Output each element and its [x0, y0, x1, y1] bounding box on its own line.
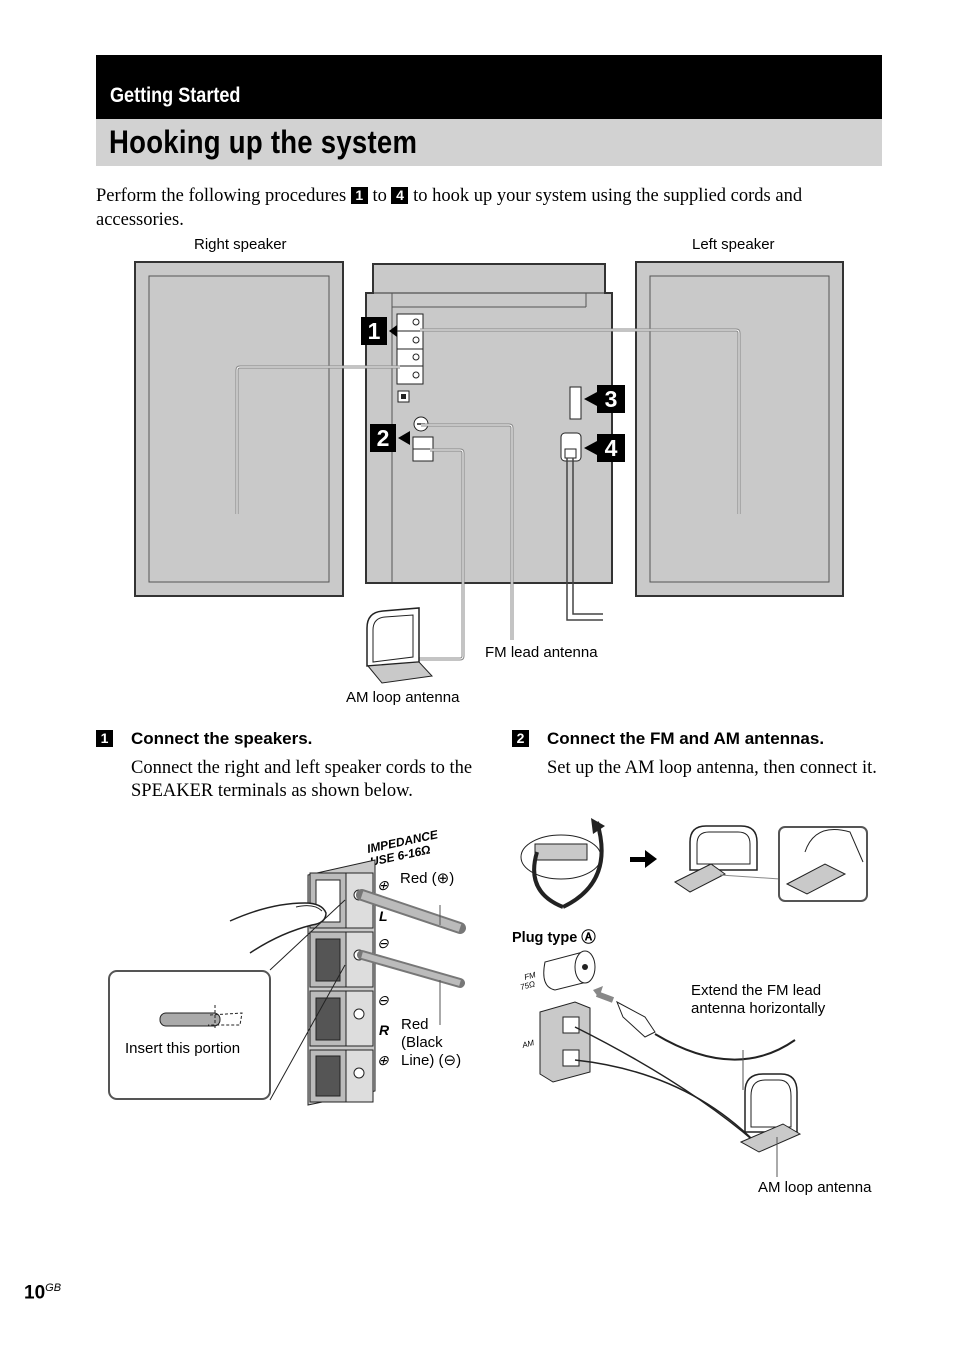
title-bar	[96, 119, 882, 166]
intro-text-after: to hook up your system using the supplie…	[96, 186, 803, 230]
callout-3-label: 3	[605, 386, 618, 412]
callout-4: 4	[584, 434, 625, 462]
intro-text-to: to	[372, 186, 387, 206]
svg-text:L: L	[379, 908, 388, 924]
arrow-icon	[630, 850, 657, 868]
plug-type-label: Plug type Ⓐ	[512, 930, 596, 946]
step-badge: 1	[350, 187, 368, 204]
terminal-stack	[309, 872, 374, 1103]
svg-text:⊖: ⊖	[377, 935, 389, 951]
svg-text:FM: FM	[523, 970, 537, 982]
svg-text:⊕: ⊕	[377, 1052, 389, 1068]
red-plus-label: Red (⊕)	[400, 870, 455, 887]
insert-inset	[108, 970, 271, 1100]
step-2-body: Set up the AM loop antenna, then connect…	[547, 758, 877, 778]
page-title: Hooking up the system	[109, 124, 418, 160]
hand-illustration	[229, 902, 327, 954]
intro-text-before: Perform the following procedures	[96, 186, 347, 206]
step-badge: 1	[96, 730, 113, 747]
step-1-body: Connect the right and left speaker cords…	[131, 758, 473, 801]
red-black-label: Red (Black Line) (⊖)	[401, 1016, 462, 1069]
step-badge: 4	[391, 187, 409, 204]
callout-1: 1	[361, 317, 397, 345]
step-1-title: Connect the speakers.	[131, 729, 313, 748]
insert-portion-label: Insert this portion	[125, 1040, 241, 1057]
callout-1-label: 1	[368, 318, 381, 344]
extend-fm-label: Extend the FM lead antenna horizontally	[691, 982, 826, 1017]
svg-text:⊖: ⊖	[377, 992, 389, 1008]
left-speaker-label: Left speaker	[692, 236, 775, 253]
am-loop-antenna	[366, 607, 420, 667]
page-number: 10GB	[24, 1282, 62, 1304]
intro-paragraph: Perform the following procedures 1 to 4 …	[96, 184, 876, 232]
section-label: Getting Started	[110, 84, 241, 107]
step-1-heading: 1 Connect the speakers.	[96, 729, 312, 749]
section-header-bar	[96, 55, 882, 119]
svg-text:AM: AM	[520, 1038, 535, 1050]
speaker-terminal-illustration: IMPEDANCE USE 6-16Ω ⊕ ⊖ ⊖ ⊕ L R	[108, 827, 466, 1106]
system-diagram: 1 2 3 4	[134, 261, 844, 684]
antenna-terminal-block	[539, 1001, 591, 1083]
am-loop-antenna-label-2: AM loop antenna	[758, 1179, 872, 1196]
svg-text:⊕: ⊕	[377, 877, 389, 893]
fm-lead-antenna-label: FM lead antenna	[485, 644, 598, 661]
right-speaker-label: Right speaker	[194, 236, 287, 253]
svg-text:R: R	[379, 1022, 390, 1038]
callout-4-label: 4	[605, 435, 618, 461]
step-2-title: Connect the FM and AM antennas.	[547, 729, 825, 748]
callout-3: 3	[584, 385, 625, 413]
callout-2: 2	[370, 424, 410, 452]
step-badge: 2	[512, 730, 529, 747]
step-2-heading: 2 Connect the FM and AM antennas.	[512, 729, 824, 749]
svg-text:75Ω: 75Ω	[519, 979, 536, 992]
am-loop-antenna-label: AM loop antenna	[346, 689, 460, 706]
antenna-illustration: FM 75Ω AM	[519, 818, 868, 1177]
callout-2-label: 2	[377, 425, 390, 451]
